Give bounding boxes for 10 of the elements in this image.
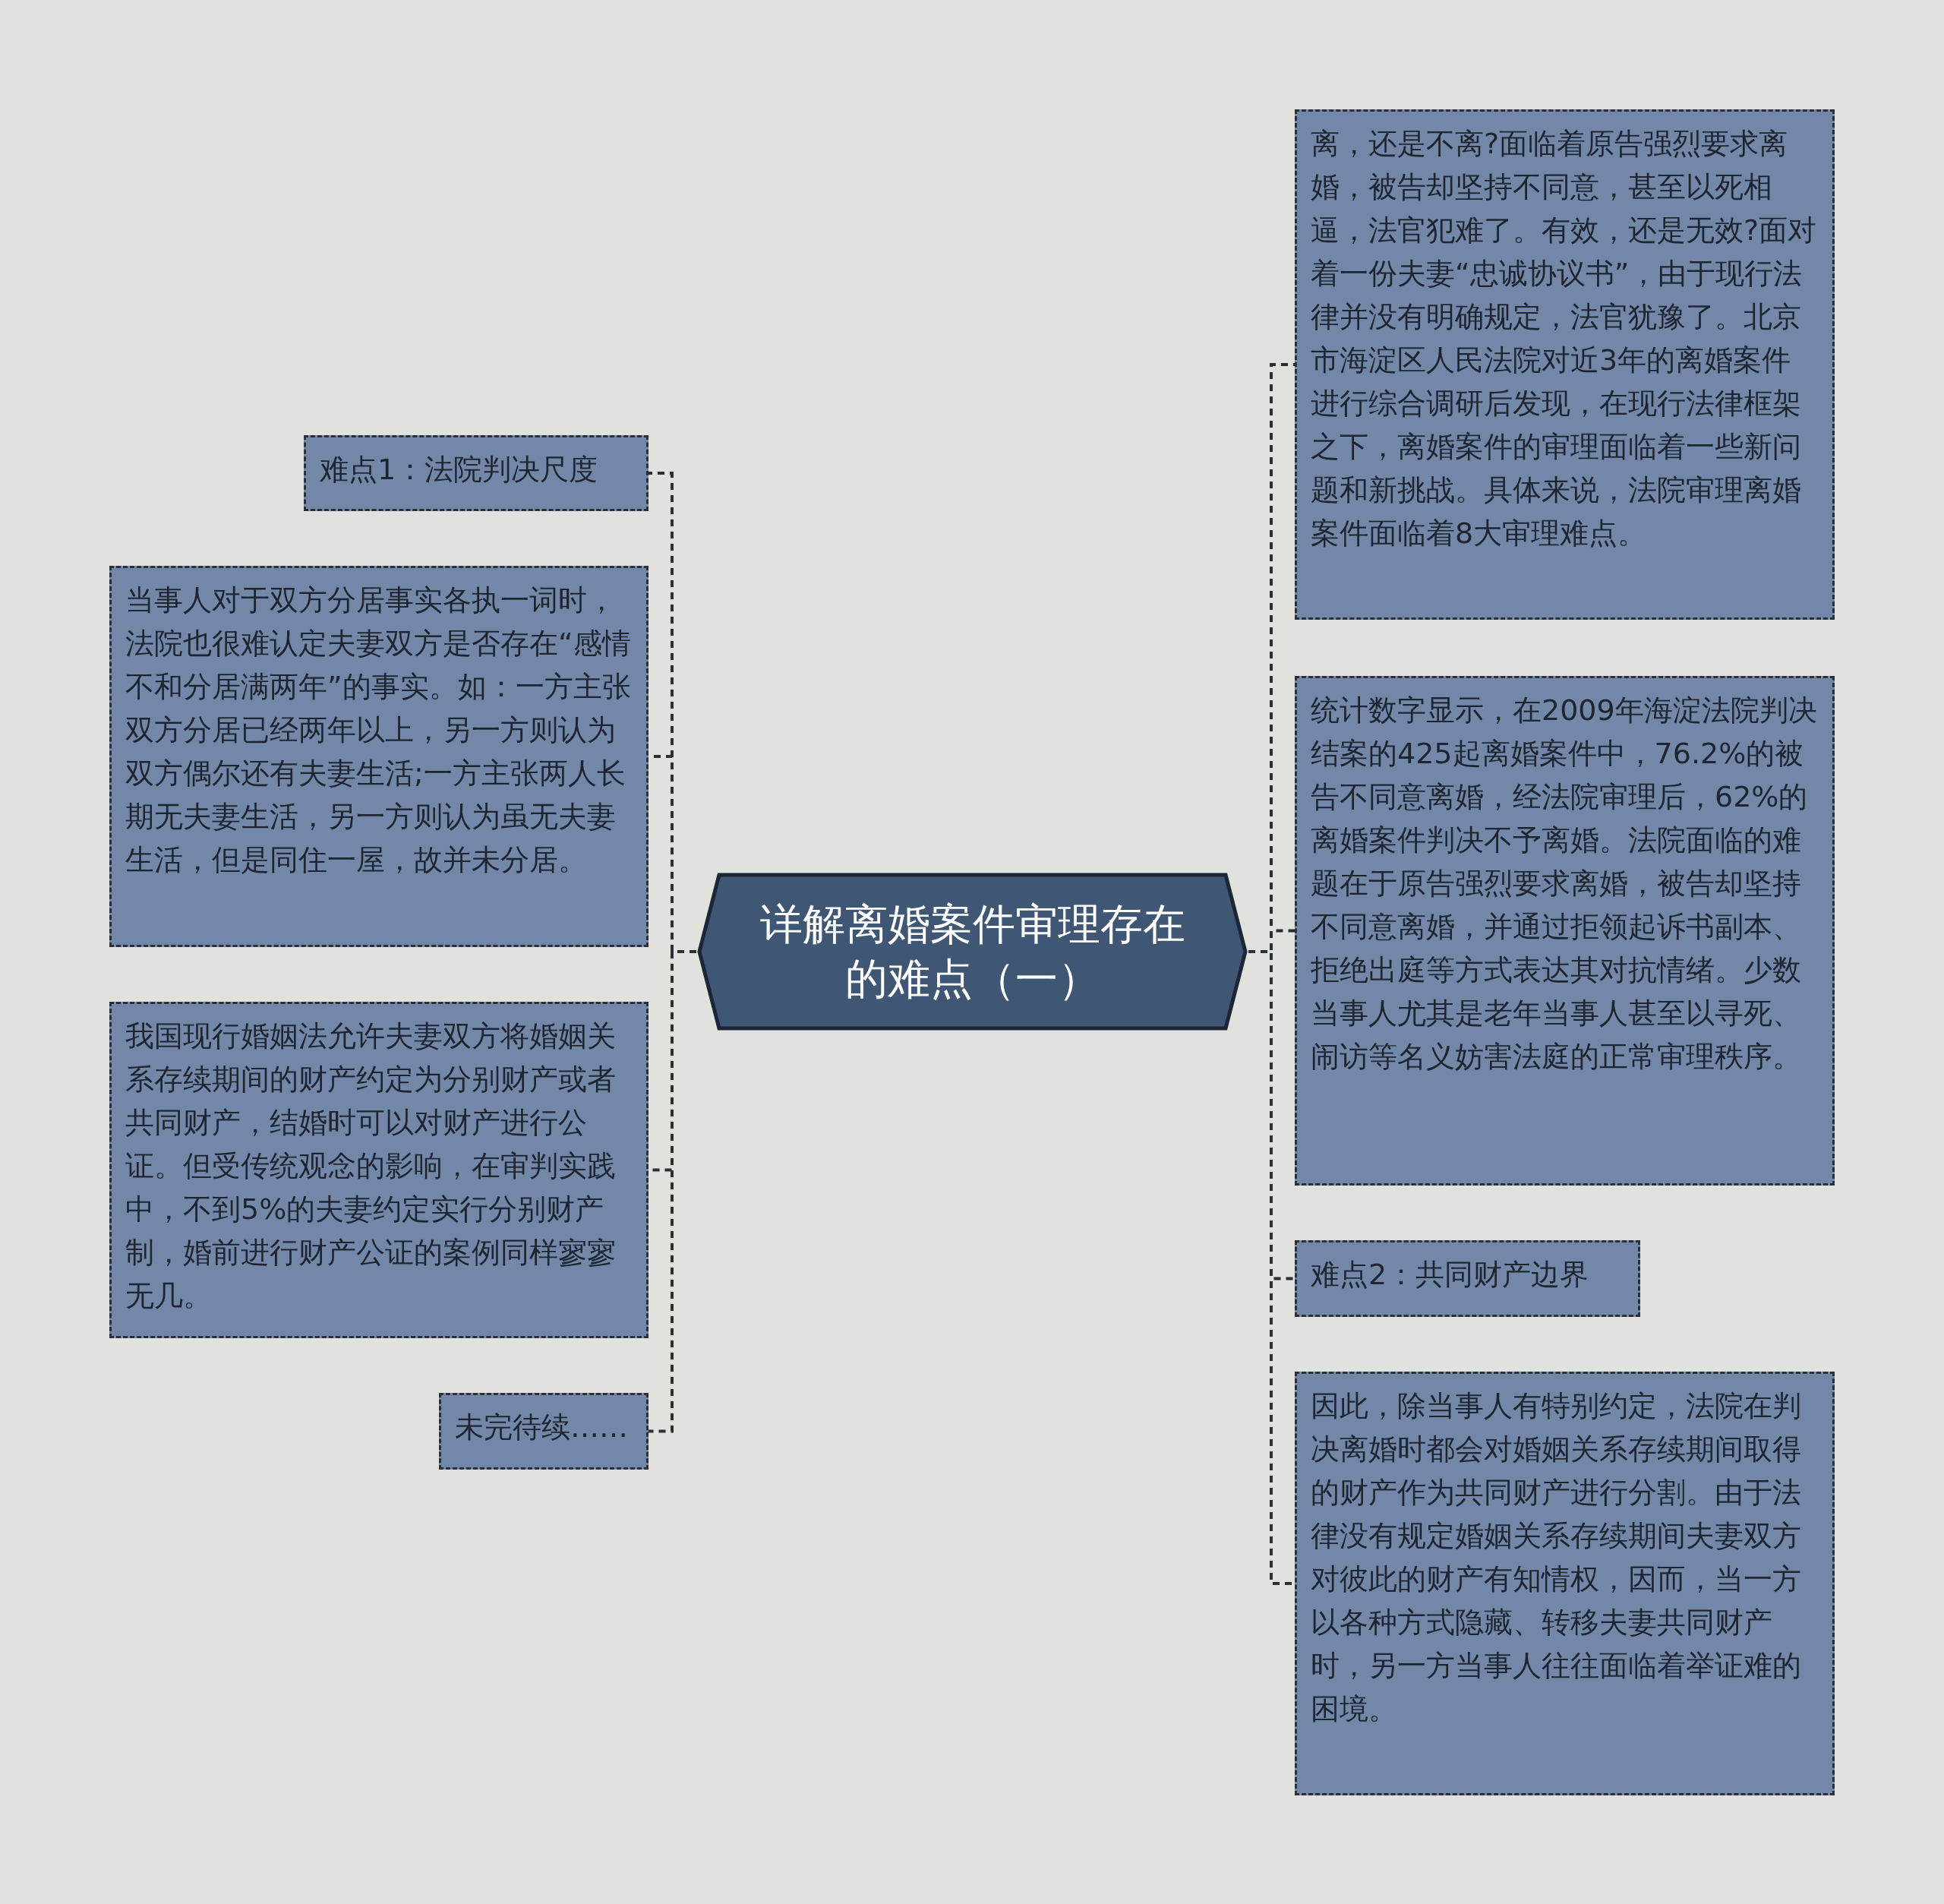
text-box: 统计数字显示，在2009年海淀法院判决结案的425起离婚案件中，76.2%的被告不同意离婚，经法院审理后，62%的离婚案件判决不予离婚。法院面临的难题在于原告强烈要求离婚，被告却坚持不同意离婚，并通过拒领起诉书副本、拒绝出庭等方式表达其对抗情绪。少数当事人尤其是老年当事人甚至以寻死、闹访等名义妨害法庭的正常审理秩序。 [1295,676,1835,1186]
text-box: 因此，除当事人有特别约定，法院在判决离婚时都会对婚姻关系存续期间取得的财产作为共同财产进行分割。由于法律没有规定婚姻关系存续期间夫妻双方对彼此的财产有知情权，因而，当一方以各种方式隐藏、转移夫妻共同财产时，另一方当事人往往面临着举证难的困境。 [1295,1372,1835,1795]
text-box: 难点1：法院判决尺度 [304,435,649,511]
text-box: 当事人对于双方分居事实各执一词时，法院也很难认定夫妻双方是否存在“感情不和分居满两年”的事实。如：一方主张双方分居已经两年以上，另一方则认为双方偶尔还有夫妻生活;一方主张两人长期无夫妻生活，另一方则认为虽无夫妻生活，但是同住一屋，故并未分居。 [109,566,649,947]
text-box: 难点2：共同财产边界 [1295,1240,1640,1317]
text-box: 未完待续…… [439,1393,649,1470]
text-box: 离，还是不离?面临着原告强烈要求离婚，被告却坚持不同意，甚至以死相逼，法官犯难了。有效，还是无效?面对着一份夫妻“忠诚协议书”，由于现行法律并没有明确规定，法官犹豫了。北京市海淀区人民法院对近3年的离婚案件进行综合调研后发现，在现行法律框架之下，离婚案件的审理面临着一些新问题和新挑战。具体来说，法院审理离婚案件面临着8大审理难点。 [1295,109,1835,620]
connector-line [649,950,696,1433]
topic-hexagon: 详解离婚案件审理存在的难点（一） [696,872,1248,1031]
text-box: 我国现行婚姻法允许夫妻双方将婚姻关系存续期间的财产约定为分别财产或者共同财产，结婚时可以对财产进行公证。但受传统观念的影响，在审判实践中，不到5%的夫妻约定实行分别财产制，婚前进行财产公证的案例同样寥寥无几。 [109,1002,649,1338]
